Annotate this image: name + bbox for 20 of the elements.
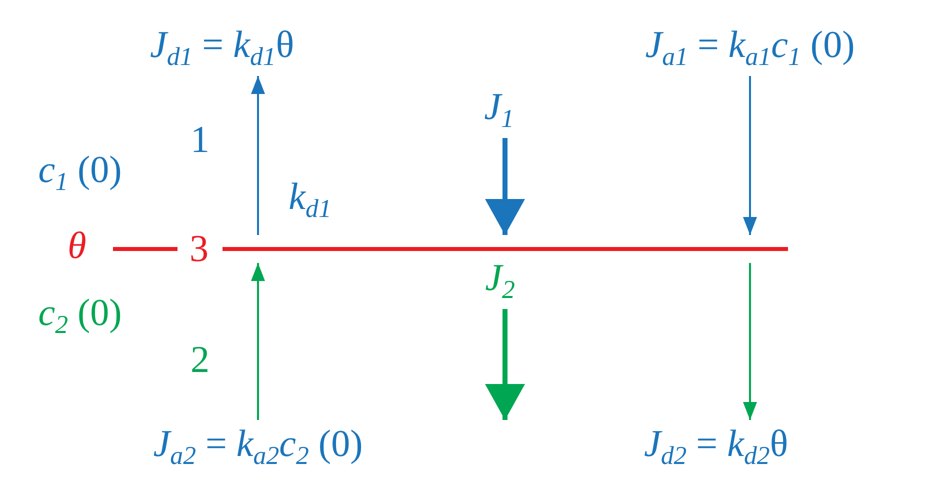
arrow bbox=[743, 76, 757, 235]
region-number: 2 bbox=[190, 338, 210, 383]
arrow bbox=[485, 309, 525, 420]
coverage-symbol: θ bbox=[66, 224, 88, 269]
region-number: 1 bbox=[190, 118, 210, 163]
arrow bbox=[251, 76, 265, 235]
concentration-label: c$_{1}$ (0) bbox=[37, 148, 123, 198]
arrow bbox=[485, 138, 525, 235]
interface-line bbox=[113, 235, 788, 263]
flux-equation: J$_{d1}$ = k$_{d1}$θ bbox=[148, 21, 296, 76]
flux-equation: J$_{d2}$ = k$_{d2}$θ bbox=[642, 420, 790, 475]
concentration-label: c$_{2}$ (0) bbox=[37, 291, 123, 341]
flux-equation: J$_{a2}$ = k$_{a2}$c$_{2}$ (0) bbox=[151, 420, 365, 475]
region-number: 3 bbox=[190, 235, 208, 263]
rate-constant-label: k$_{d1}$ bbox=[288, 175, 332, 225]
flux-symbol: J$_{1}$ bbox=[482, 83, 516, 138]
flux-equation: J$_{a1}$ = k$_{a1}$c$_{1}$ (0) bbox=[643, 21, 857, 76]
arrow bbox=[743, 263, 757, 420]
arrow bbox=[251, 263, 265, 420]
flux-symbol: J$_{2}$ bbox=[483, 254, 517, 309]
